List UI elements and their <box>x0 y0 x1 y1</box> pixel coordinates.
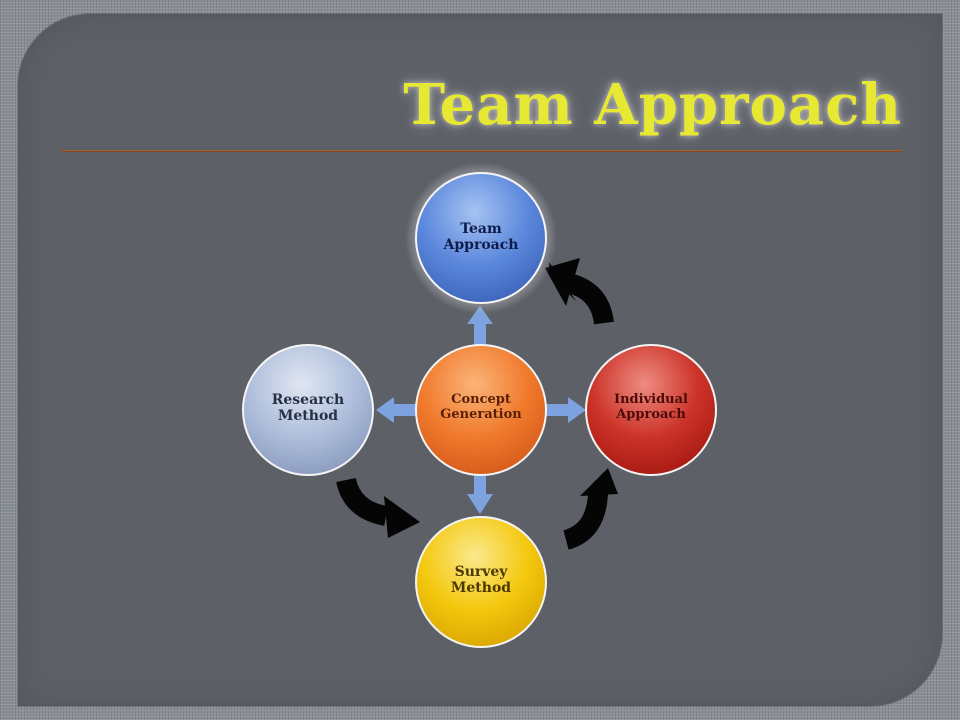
slide-title: Team Approach <box>403 72 902 138</box>
connector-arrow-right <box>544 397 586 423</box>
node-research-method <box>242 344 374 476</box>
node-individual-approach <box>585 344 717 476</box>
cycle-arrow-individual-to-team <box>545 258 614 325</box>
connector-arrow-down <box>467 474 493 514</box>
node-survey-method <box>415 516 547 648</box>
cycle-arrow-survey-to-individual <box>562 468 618 550</box>
title-underline <box>62 150 902 152</box>
node-concept-generation <box>415 344 547 476</box>
node-team-approach <box>415 172 547 304</box>
connector-arrow-left <box>376 397 416 423</box>
cycle-arrow-research-to-survey <box>336 477 420 538</box>
connector-arrow-up <box>467 306 493 346</box>
